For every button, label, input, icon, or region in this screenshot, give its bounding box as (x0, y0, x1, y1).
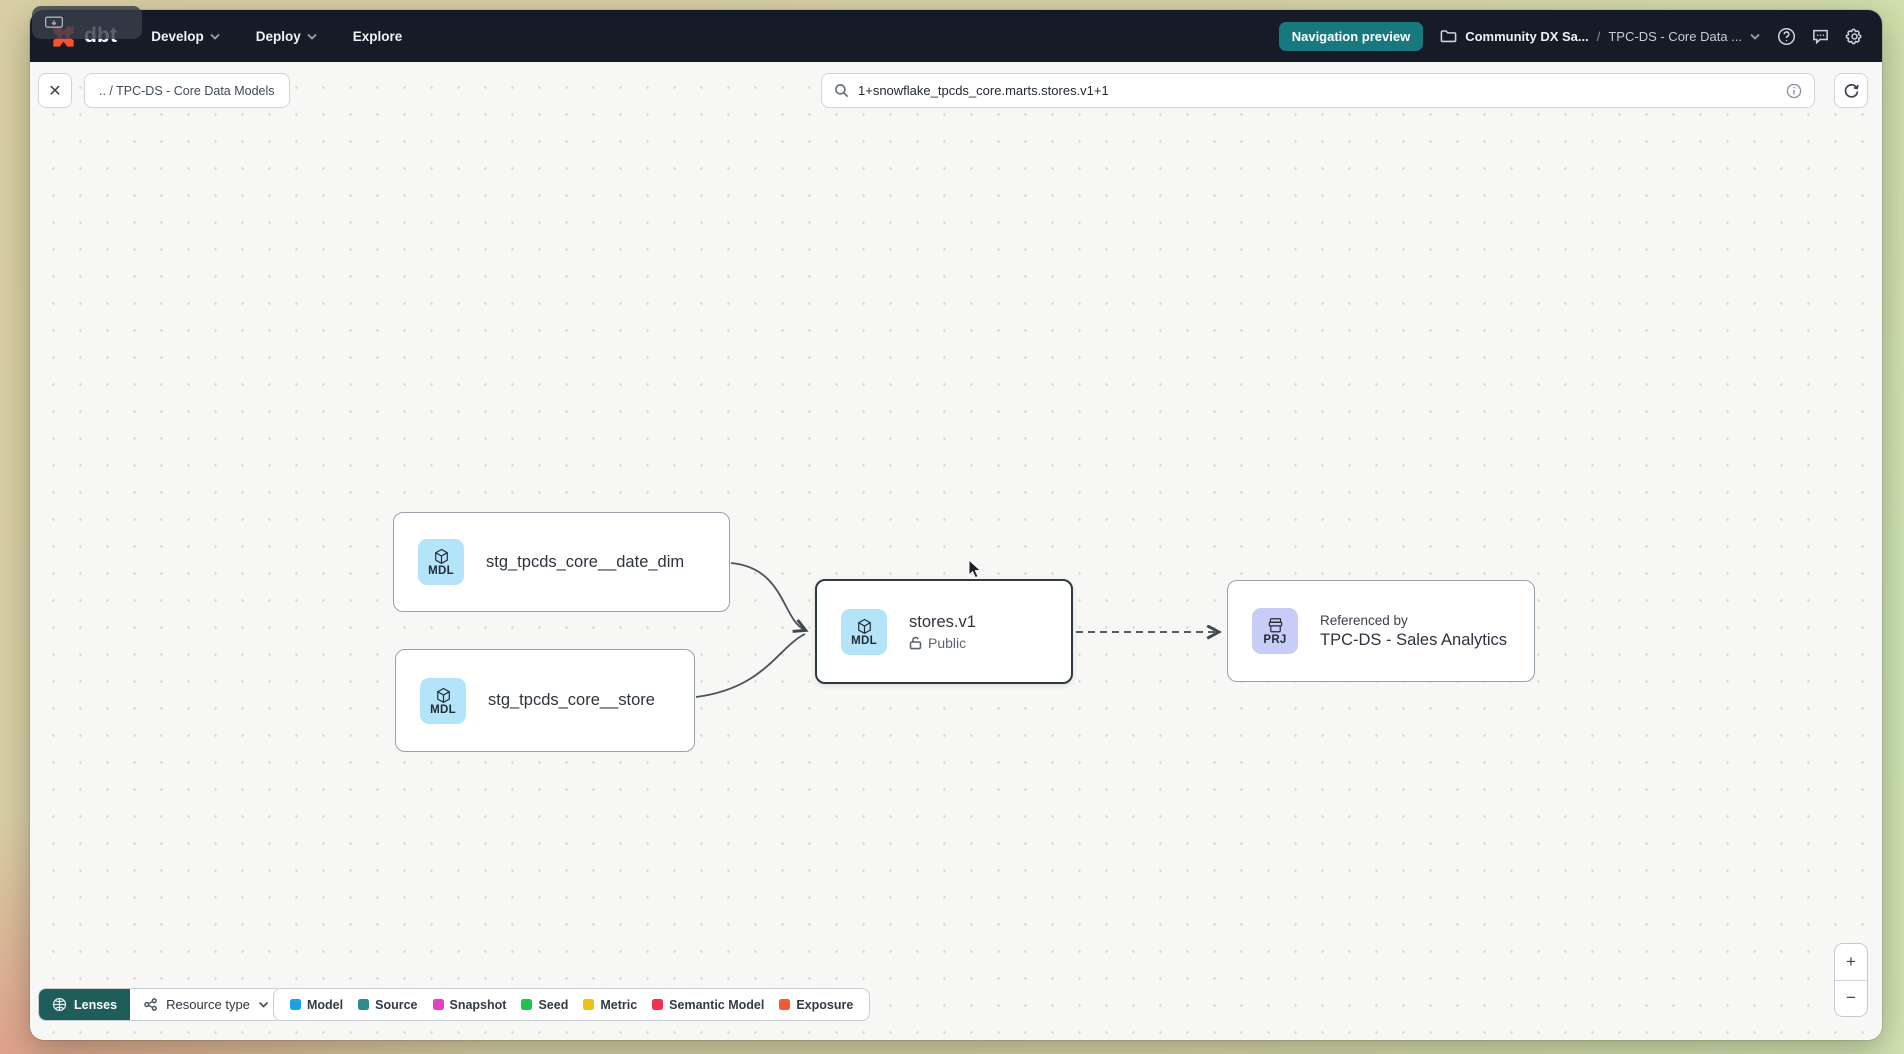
refresh-button[interactable] (1834, 73, 1868, 108)
mouse-cursor (968, 559, 982, 579)
legend-label: Snapshot (449, 997, 507, 1012)
model-icon-box: MDL (841, 608, 887, 655)
lineage-edges (695, 562, 1882, 698)
close-button[interactable]: ✕ (38, 73, 72, 108)
resource-type-label: Resource type (166, 997, 250, 1012)
resource-type-dropdown[interactable]: Resource type (130, 989, 282, 1020)
selector-search-input[interactable] (858, 83, 1777, 98)
node-stg-tpcds-core-store[interactable]: MDL stg_tpcds_core__store (395, 649, 695, 752)
model-icon-box: MDL (420, 677, 466, 724)
cube-icon (857, 618, 871, 634)
node-text-block: stores.v1 Public (909, 613, 976, 651)
info-icon[interactable] (1786, 83, 1802, 99)
referenced-by-label: Referenced by (1320, 612, 1408, 628)
resource-legend: Model Source Snapshot Seed Metric Semant… (273, 988, 871, 1021)
legend-swatch (583, 999, 595, 1010)
resource-type-tag: MDL (851, 634, 877, 647)
unlock-icon (909, 636, 922, 649)
chevron-down-icon (258, 1001, 269, 1008)
node-text-block: Referenced by TPC-DS - Sales Analytics (1320, 613, 1507, 650)
cube-icon (436, 687, 450, 703)
breadcrumb-current[interactable]: TPC-DS - Core Data ... (1608, 28, 1742, 44)
legend-seed: Seed (521, 998, 568, 1012)
legend-swatch (290, 999, 301, 1010)
access-text: Public (928, 634, 967, 651)
zoom-in-button[interactable]: + (1835, 944, 1867, 981)
search-icon (835, 84, 849, 98)
breadcrumb-separator: / (1596, 28, 1601, 44)
lineage-canvas[interactable]: ✕ .. / TPC-DS - Core Data Models (30, 62, 1882, 1040)
menu-deploy[interactable]: Deploy (256, 29, 317, 44)
zoom-controls: + − (1834, 943, 1868, 1017)
navbar-icon-group (1777, 27, 1864, 46)
menu-deploy-label: Deploy (255, 28, 301, 44)
refresh-icon (1844, 84, 1859, 98)
lenses-label: Lenses (74, 997, 118, 1012)
legend-label: Exposure (796, 997, 854, 1012)
main-menu: Develop Deploy Explore (151, 29, 402, 44)
chevron-down-icon[interactable] (1750, 33, 1760, 40)
chevron-down-icon (307, 33, 317, 40)
node-title: stores.v1 (909, 612, 976, 631)
lens-control-group: Lenses Resource type (38, 988, 283, 1021)
chevron-down-icon (210, 33, 220, 40)
lenses-icon (52, 997, 67, 1012)
resource-type-tag: PRJ (1263, 634, 1287, 646)
legend-exposure: Exposure (779, 998, 853, 1012)
capture-icon (45, 16, 63, 28)
legend-label: Source (375, 997, 418, 1012)
node-title: stg_tpcds_core__date_dim (486, 552, 685, 571)
lineage-breadcrumb-chip[interactable]: .. / TPC-DS - Core Data Models (84, 73, 290, 108)
app-window: dbt Develop Deploy Explore Navigation pr… (30, 10, 1882, 1040)
legend-swatch (521, 999, 533, 1010)
project-icon-box: PRJ (1252, 608, 1298, 654)
legend-semantic-model: Semantic Model (652, 998, 764, 1012)
cube-icon (434, 548, 448, 564)
legend-label: Metric (600, 997, 638, 1012)
menu-develop[interactable]: Develop (151, 29, 220, 44)
help-icon[interactable] (1777, 27, 1796, 46)
resource-type-tag: MDL (430, 703, 456, 716)
zoom-out-button[interactable]: − (1835, 980, 1867, 1016)
legend-swatch (432, 999, 444, 1010)
node-stg-tpcds-core-date-dim[interactable]: MDL stg_tpcds_core__date_dim (393, 512, 730, 612)
node-title: stg_tpcds_core__store (488, 691, 655, 709)
legend-model: Model (290, 998, 343, 1012)
screen-capture-chip[interactable] (32, 6, 142, 39)
settings-icon[interactable] (1845, 27, 1864, 46)
resource-type-icon (144, 998, 157, 1011)
breadcrumb-project[interactable]: Community DX Sa... (1465, 28, 1589, 44)
legend-snapshot: Snapshot (432, 997, 507, 1012)
legend-label: Model (307, 997, 344, 1012)
legend-label: Seed (538, 997, 569, 1012)
model-icon-box: MDL (418, 539, 464, 585)
feedback-icon[interactable] (1811, 27, 1830, 46)
node-title: TPC-DS - Sales Analytics (1320, 630, 1508, 649)
navbar-right: Navigation preview Community DX Sa... / … (1278, 21, 1864, 51)
node-referenced-by-project[interactable]: PRJ Referenced by TPC-DS - Sales Analyti… (1227, 580, 1535, 682)
navigation-preview-badge[interactable]: Navigation preview (1278, 21, 1424, 51)
node-access-label: Public (909, 635, 976, 651)
folder-icon (1440, 30, 1457, 43)
legend-swatch (652, 999, 664, 1010)
legend-swatch (358, 999, 370, 1010)
menu-explore-label: Explore (352, 28, 403, 44)
menu-explore[interactable]: Explore (353, 29, 403, 44)
menu-develop-label: Develop (151, 28, 204, 44)
legend-source: Source (358, 997, 418, 1012)
resource-type-tag: MDL (428, 565, 454, 577)
breadcrumb: Community DX Sa... / TPC-DS - Core Data … (1440, 29, 1760, 44)
lineage-search-bar (821, 73, 1815, 108)
node-stores-v1[interactable]: MDL stores.v1 Public (815, 579, 1073, 684)
lenses-button[interactable]: Lenses (39, 989, 131, 1020)
archive-icon (1268, 618, 1282, 633)
legend-label: Semantic Model (669, 997, 765, 1012)
legend-swatch (779, 999, 791, 1010)
legend-metric: Metric (583, 998, 637, 1012)
top-navbar: dbt Develop Deploy Explore Navigation pr… (30, 10, 1882, 62)
